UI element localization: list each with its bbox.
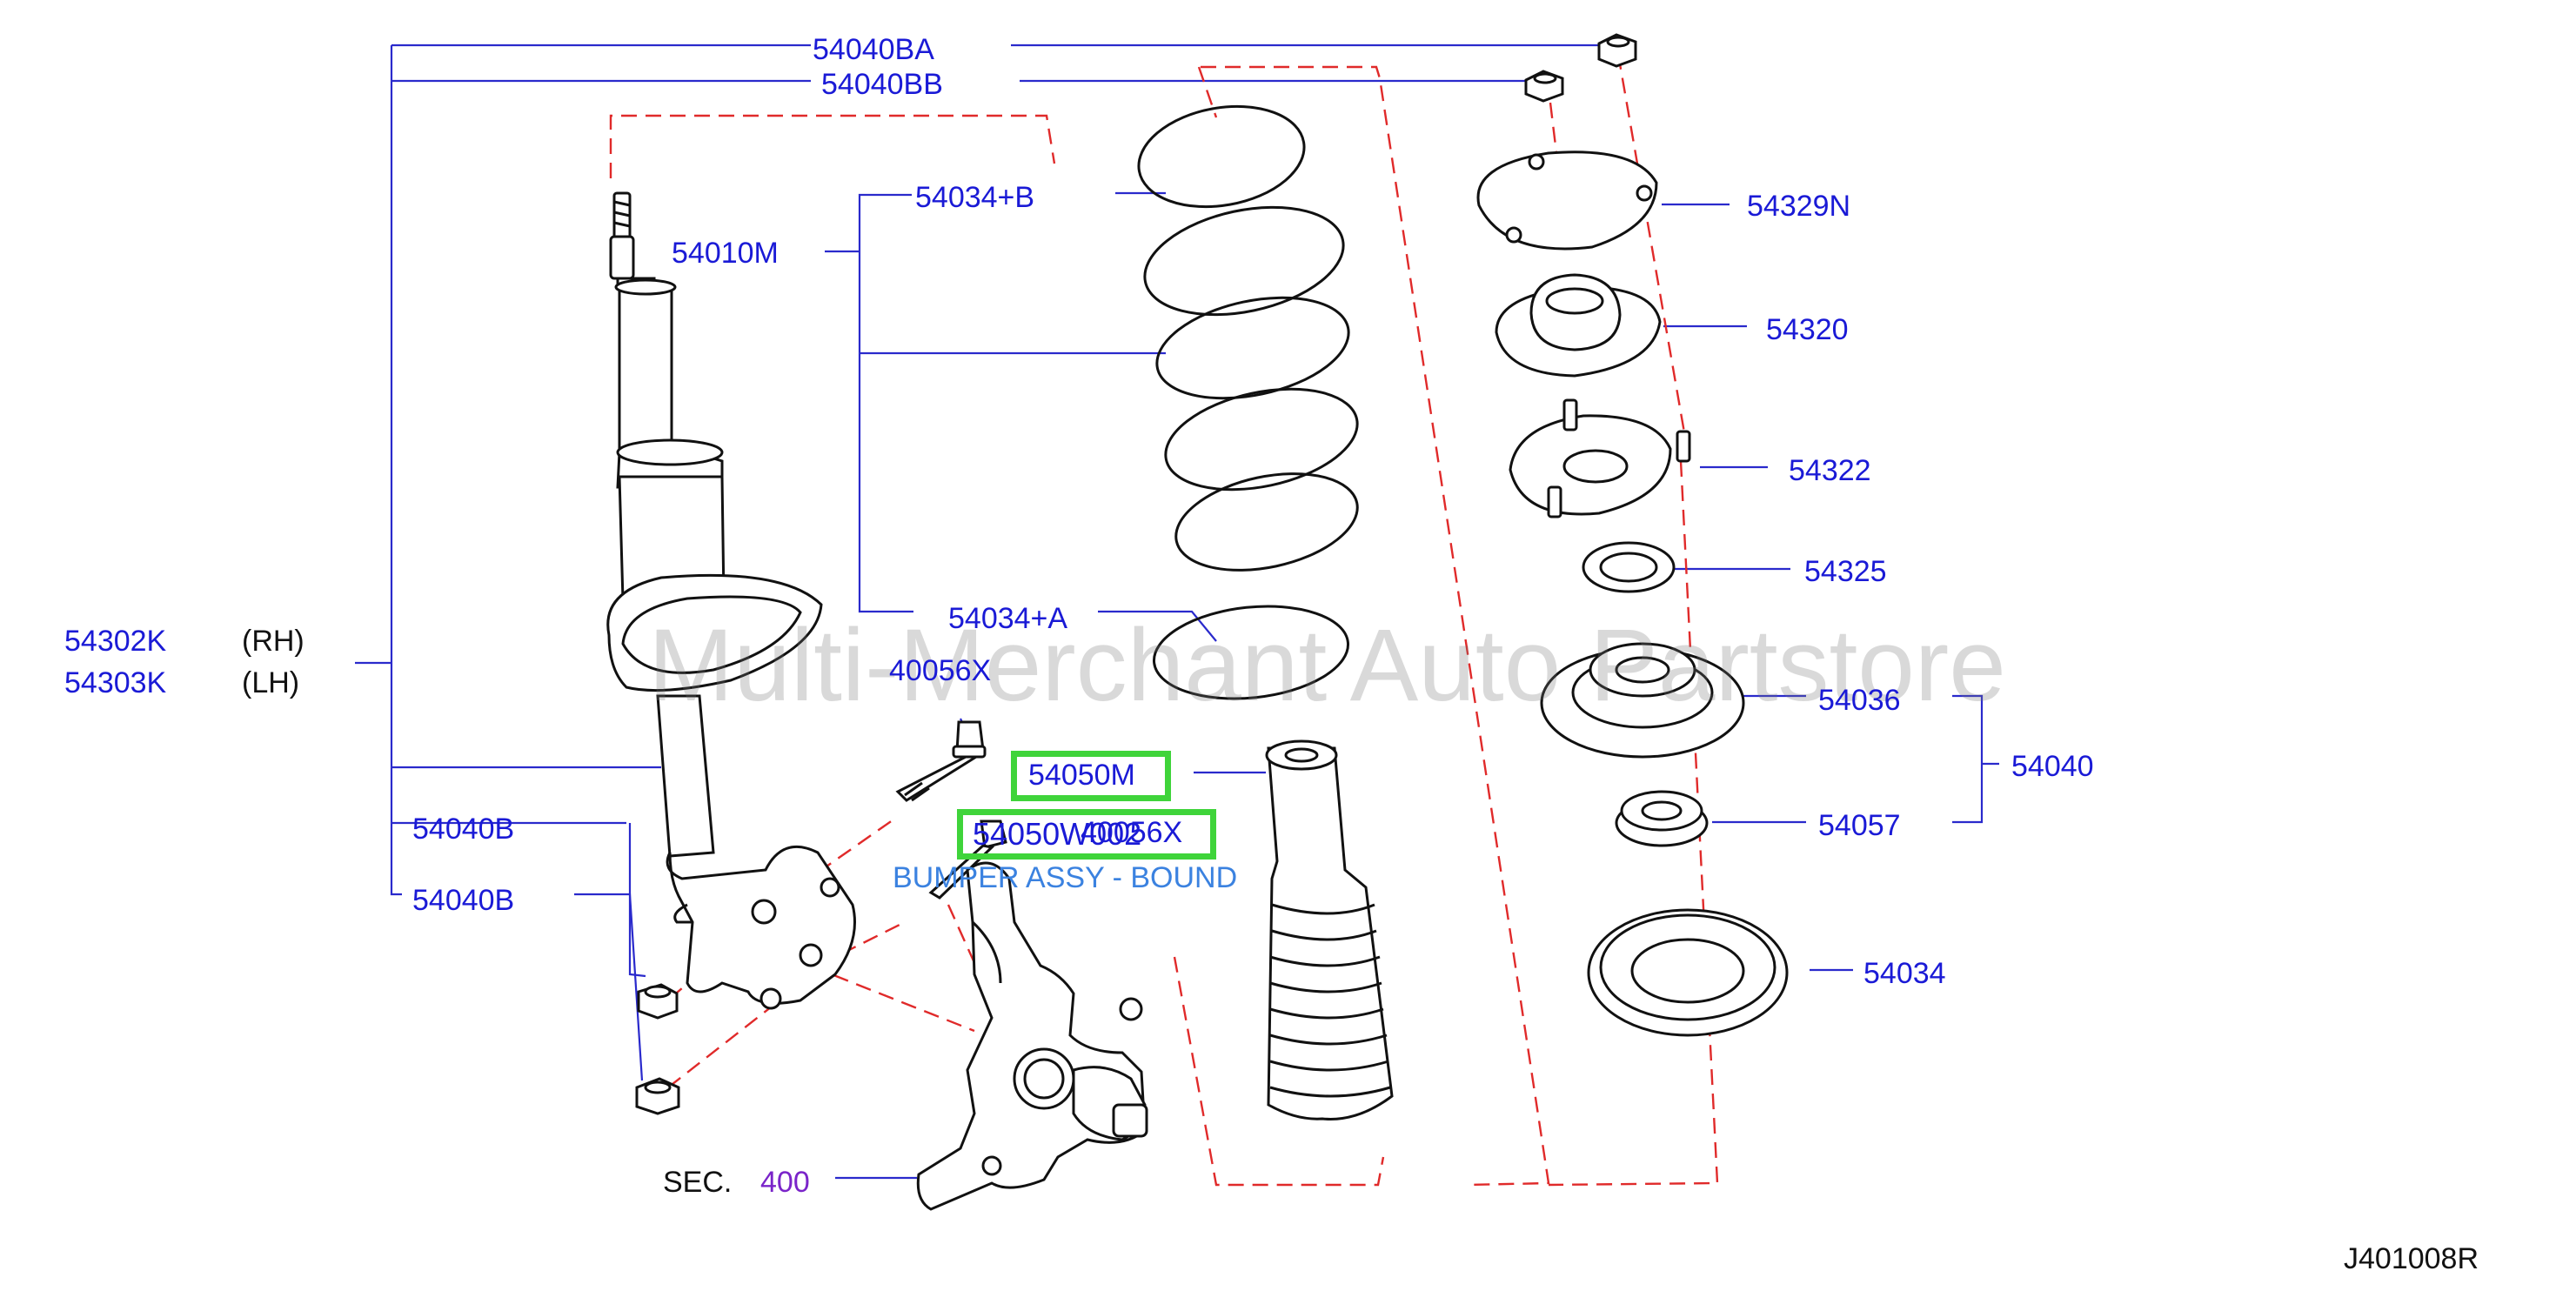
mount-parts-drawing (1476, 33, 1789, 1037)
rh-label: (RH) (242, 625, 304, 658)
knuckle-drawing (916, 861, 1148, 1211)
part-label-54040b-upper[interactable]: 54040B (412, 813, 515, 846)
strut-drawing (606, 191, 856, 1010)
part-label-54322[interactable]: 54322 (1789, 454, 1871, 487)
part-label-54302k[interactable]: 54302K (64, 625, 167, 658)
coil-spring-drawing (1137, 104, 1359, 700)
bump-stopper-drawing (1265, 739, 1394, 1120)
part-label-54050m[interactable]: 54050M (1028, 759, 1135, 792)
part-label-54010m[interactable]: 54010M (672, 237, 779, 270)
part-label-54034a[interactable]: 54034+A (948, 602, 1068, 635)
part-label-54036[interactable]: 54036 (1818, 684, 1901, 717)
highlight-box-54050m (1011, 751, 1171, 801)
highlight-part-number[interactable]: 54050W002 (973, 816, 1142, 852)
part-label-40056x-2[interactable]: 40056X (1081, 816, 1183, 849)
part-label-54034b[interactable]: 54034+B (915, 181, 1035, 214)
part-label-54320[interactable]: 54320 (1766, 313, 1849, 346)
leader-lines (355, 43, 1999, 1180)
part-label-54040[interactable]: 54040 (2011, 750, 2094, 783)
part-label-54034[interactable]: 54034 (1863, 957, 1946, 990)
part-label-54329n[interactable]: 54329N (1747, 190, 1851, 223)
lh-label: (LH) (242, 666, 300, 699)
nut-drawing (635, 983, 680, 1115)
highlight-description: BUMPER ASSY - BOUND (893, 861, 1238, 894)
part-label-54057[interactable]: 54057 (1818, 809, 1901, 842)
part-label-54325[interactable]: 54325 (1804, 555, 1887, 588)
part-label-54303k[interactable]: 54303K (64, 666, 167, 699)
highlight-box-part-number (957, 809, 1216, 860)
diagram-code: J401008R (2344, 1242, 2479, 1275)
part-label-54040b-lower[interactable]: 54040B (412, 884, 515, 917)
part-label-54040bb[interactable]: 54040BB (821, 68, 943, 101)
part-label-40056x[interactable]: 40056X (889, 654, 992, 687)
part-label-54040ba[interactable]: 54040BA (813, 33, 934, 66)
section-link-400[interactable]: 400 (760, 1166, 810, 1199)
section-label: SEC. (663, 1166, 733, 1199)
